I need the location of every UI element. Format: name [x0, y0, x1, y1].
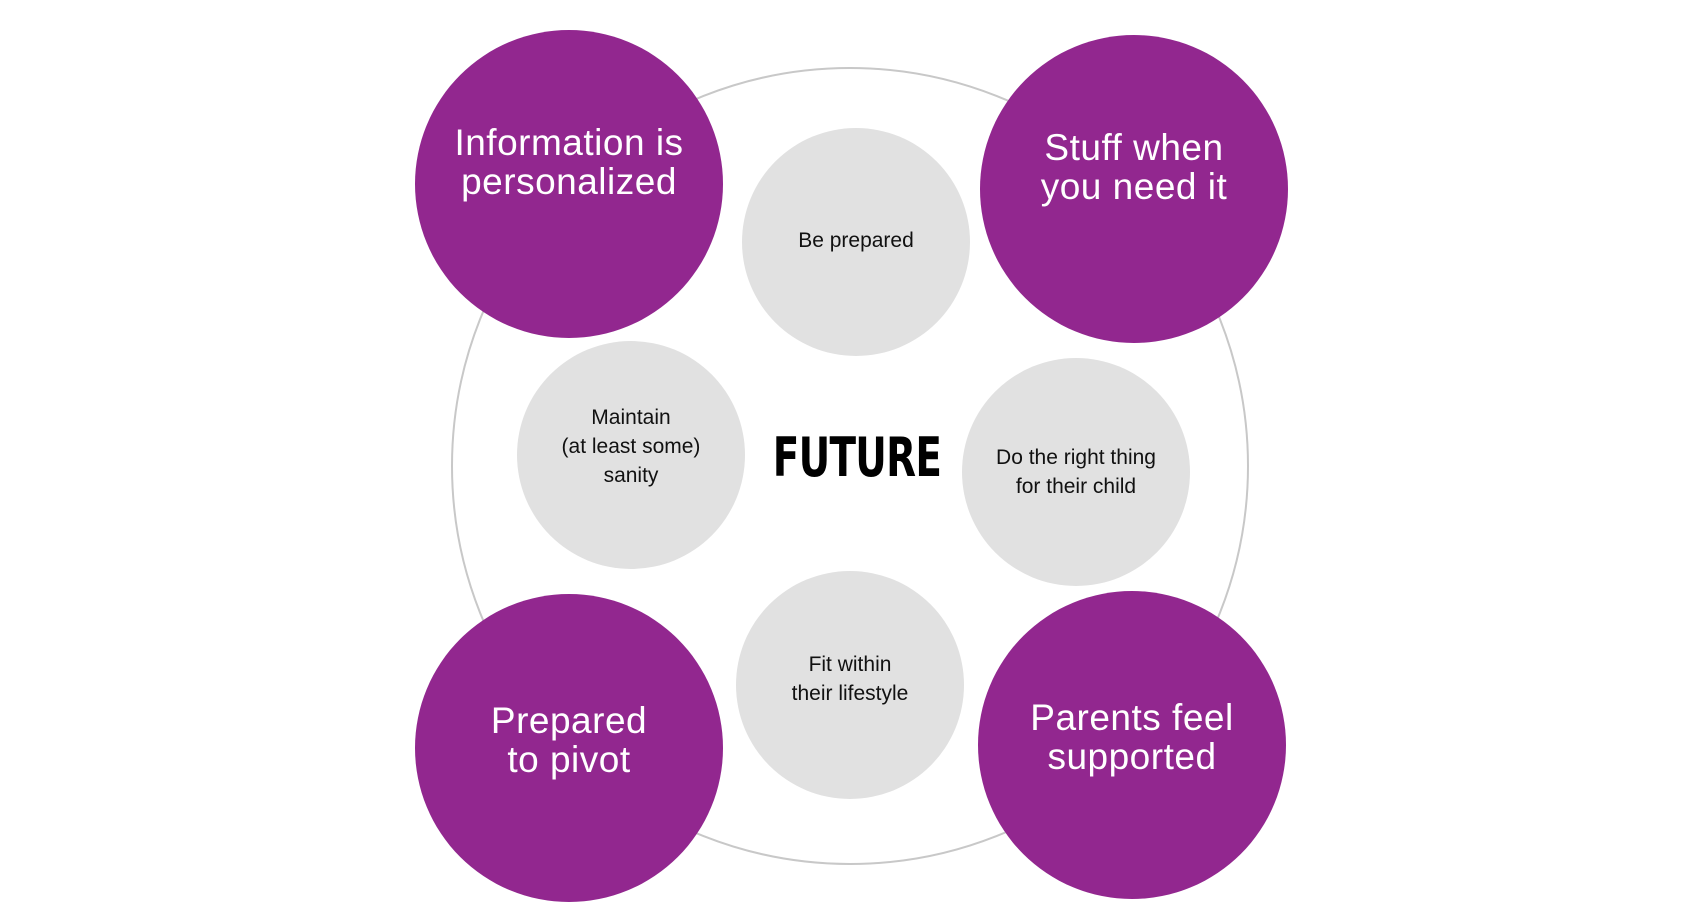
primary-circle-top-right: Stuff when you need it: [980, 35, 1288, 343]
secondary-label-bottom: Fit within their lifestyle: [791, 653, 909, 705]
primary-circle-top-left: Information is personalized: [415, 30, 723, 338]
center-title: FUTURE: [772, 425, 942, 489]
primary-label-bottom-right: Parents feel supported: [1030, 697, 1234, 777]
primary-label-top-right: Stuff when you need it: [1040, 127, 1228, 207]
primary-circle-bottom-right: Parents feel supported: [978, 591, 1286, 899]
secondary-circle-bottom: Fit within their lifestyle: [736, 571, 964, 799]
outer-ring: [451, 67, 1249, 865]
primary-label-bottom-left: Prepared to pivot: [490, 700, 648, 780]
primary-circle-bottom-left: Prepared to pivot: [415, 594, 723, 902]
primary-label-top-left: Information is personalized: [454, 122, 684, 202]
secondary-label-left: Maintain (at least some) sanity: [561, 405, 701, 487]
secondary-circle-top: Be prepared: [742, 128, 970, 356]
secondary-circle-left: Maintain (at least some) sanity: [517, 341, 745, 569]
secondary-label-top: Be prepared: [798, 228, 914, 252]
secondary-circle-right: Do the right thing for their child: [962, 358, 1190, 586]
secondary-label-right: Do the right thing for their child: [996, 446, 1156, 498]
